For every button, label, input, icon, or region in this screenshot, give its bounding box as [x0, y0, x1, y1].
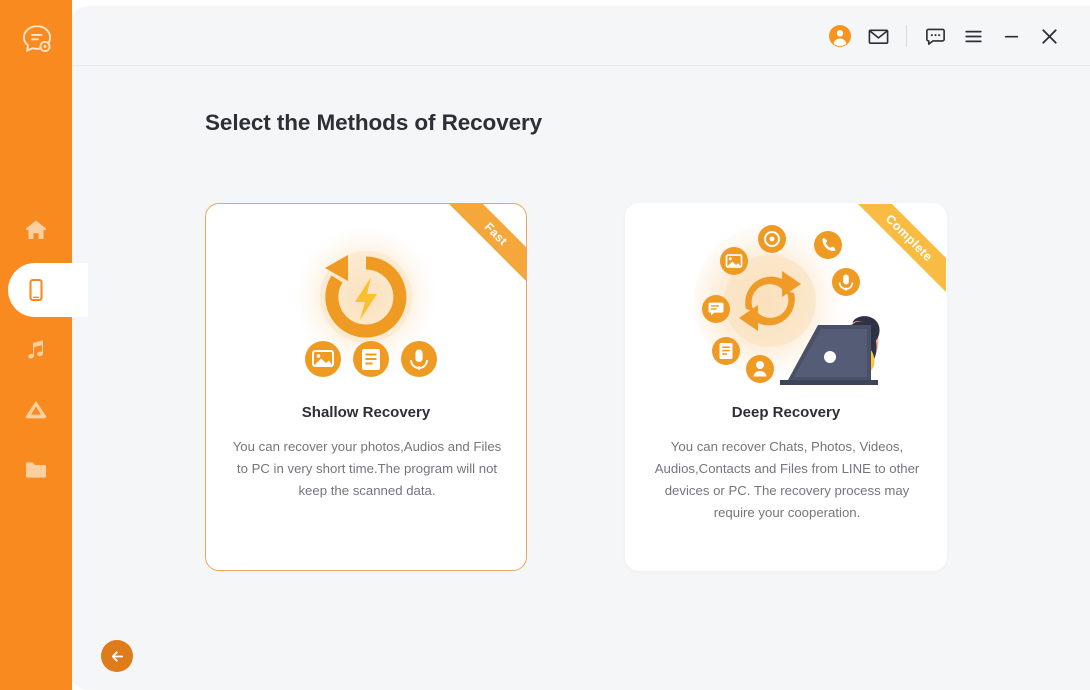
woman-at-laptop-illustration	[780, 315, 880, 385]
card-shallow-title: Shallow Recovery	[301, 404, 431, 421]
sidebar-item-cloud[interactable]	[0, 380, 72, 440]
hamburger-menu-icon	[964, 30, 982, 42]
minimize-button[interactable]	[992, 17, 1030, 55]
sidebar	[0, 0, 88, 690]
card-deep-title: Deep Recovery	[731, 404, 841, 421]
mail-button[interactable]	[859, 17, 897, 55]
menu-button[interactable]	[954, 17, 992, 55]
account-button[interactable]	[821, 17, 859, 55]
card-deep-description: You can recover Chats, Photos, Videos, A…	[654, 439, 920, 520]
sidebar-item-files[interactable]	[0, 440, 72, 500]
music-note-icon	[21, 335, 51, 365]
deep-sub-icons	[702, 224, 860, 383]
envelope-icon	[868, 28, 888, 44]
cloud-drive-icon	[21, 395, 51, 425]
card-shallow-recovery[interactable]: Fast	[205, 203, 527, 571]
user-avatar-icon	[829, 25, 851, 47]
sidebar-item-home[interactable]	[0, 200, 72, 260]
sidebar-item-music[interactable]	[0, 320, 72, 380]
home-icon	[21, 215, 51, 245]
card-deep-recovery[interactable]: Complete	[625, 203, 947, 571]
minimize-icon	[1004, 35, 1018, 38]
window-controls	[821, 6, 1068, 66]
deep-recovery-illustration	[626, 214, 946, 399]
feedback-button[interactable]	[916, 17, 954, 55]
main-panel: Select the Methods of Recovery Fast	[68, 6, 1090, 690]
close-icon	[1041, 28, 1057, 44]
close-button[interactable]	[1030, 17, 1068, 55]
toolbar-divider	[906, 25, 907, 47]
card-shallow-description: You can recover your photos,Audios and F…	[232, 439, 502, 498]
shallow-recovery-illustration	[206, 214, 526, 399]
phone-device-icon	[21, 275, 51, 305]
sync-arrows-icon	[739, 270, 801, 331]
restore-lightning-icon	[325, 255, 407, 338]
sidebar-nav	[0, 200, 88, 500]
shallow-sub-icons	[305, 341, 437, 377]
folder-icon	[21, 455, 51, 485]
page-title: Select the Methods of Recovery	[205, 110, 543, 135]
titlebar	[68, 6, 1090, 66]
back-button[interactable]	[101, 640, 133, 672]
chat-bubble-icon	[925, 28, 945, 45]
active-pill	[8, 263, 88, 317]
chat-bubble-logo-icon	[22, 25, 52, 53]
arrow-left-icon	[111, 650, 123, 662]
sidebar-item-device[interactable]	[0, 260, 88, 320]
app-logo	[16, 18, 58, 60]
